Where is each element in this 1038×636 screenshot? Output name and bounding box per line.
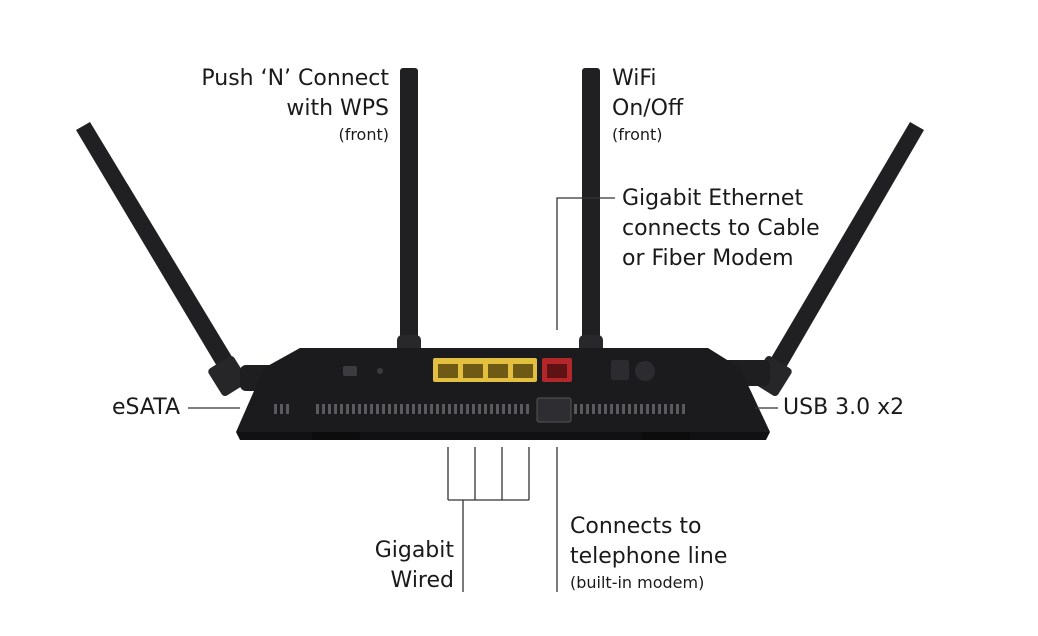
antenna-center-left (397, 68, 421, 375)
ethernet-label-line1: Gigabit Ethernet (622, 186, 804, 211)
wired-label-line1: Gigabit (374, 538, 454, 563)
power-jack (611, 360, 629, 380)
lan-ports (433, 358, 537, 382)
telephone-label: Connects to telephone line (built-in mod… (570, 512, 727, 594)
usb-label: USB 3.0 x2 (783, 393, 904, 423)
vent-slots (274, 404, 685, 414)
wps-label-line1: Push ‘N’ Connect (201, 66, 389, 91)
telephone-label-line1: Connects to (570, 514, 702, 539)
leader-lines (188, 197, 778, 592)
wifi-label-line1: WiFi (612, 66, 657, 91)
wired-label: Gigabit Wired (375, 536, 454, 596)
wired-label-line2: Wired (390, 568, 454, 593)
antenna-center-right (579, 68, 603, 375)
esata-label: eSATA (112, 393, 180, 423)
wifi-switch (343, 366, 357, 376)
wifi-label-line2: On/Off (612, 96, 684, 121)
telephone-label-note: (built-in modem) (570, 573, 705, 592)
esata-label-text: eSATA (111, 395, 180, 420)
antenna-left (76, 122, 248, 397)
dsl-port (536, 397, 572, 423)
wifi-label-note: (front) (612, 125, 663, 144)
ethernet-label: Gigabit Ethernet connects to Cable or Fi… (622, 184, 820, 274)
reset-button (377, 368, 383, 374)
wps-label-line2: with WPS (286, 96, 389, 121)
wan-port (542, 358, 572, 382)
ethernet-label-line2: connects to Cable (622, 216, 820, 241)
power-button (635, 361, 655, 381)
ethernet-label-line3: or Fiber Modem (622, 246, 794, 271)
telephone-label-line2: telephone line (570, 544, 728, 569)
wps-label: Push ‘N’ Connect with WPS (front) (201, 64, 389, 146)
wps-label-note: (front) (338, 125, 389, 144)
usb-label-text: USB 3.0 x2 (783, 395, 905, 420)
wifi-label: WiFi On/Off (front) (612, 64, 683, 146)
